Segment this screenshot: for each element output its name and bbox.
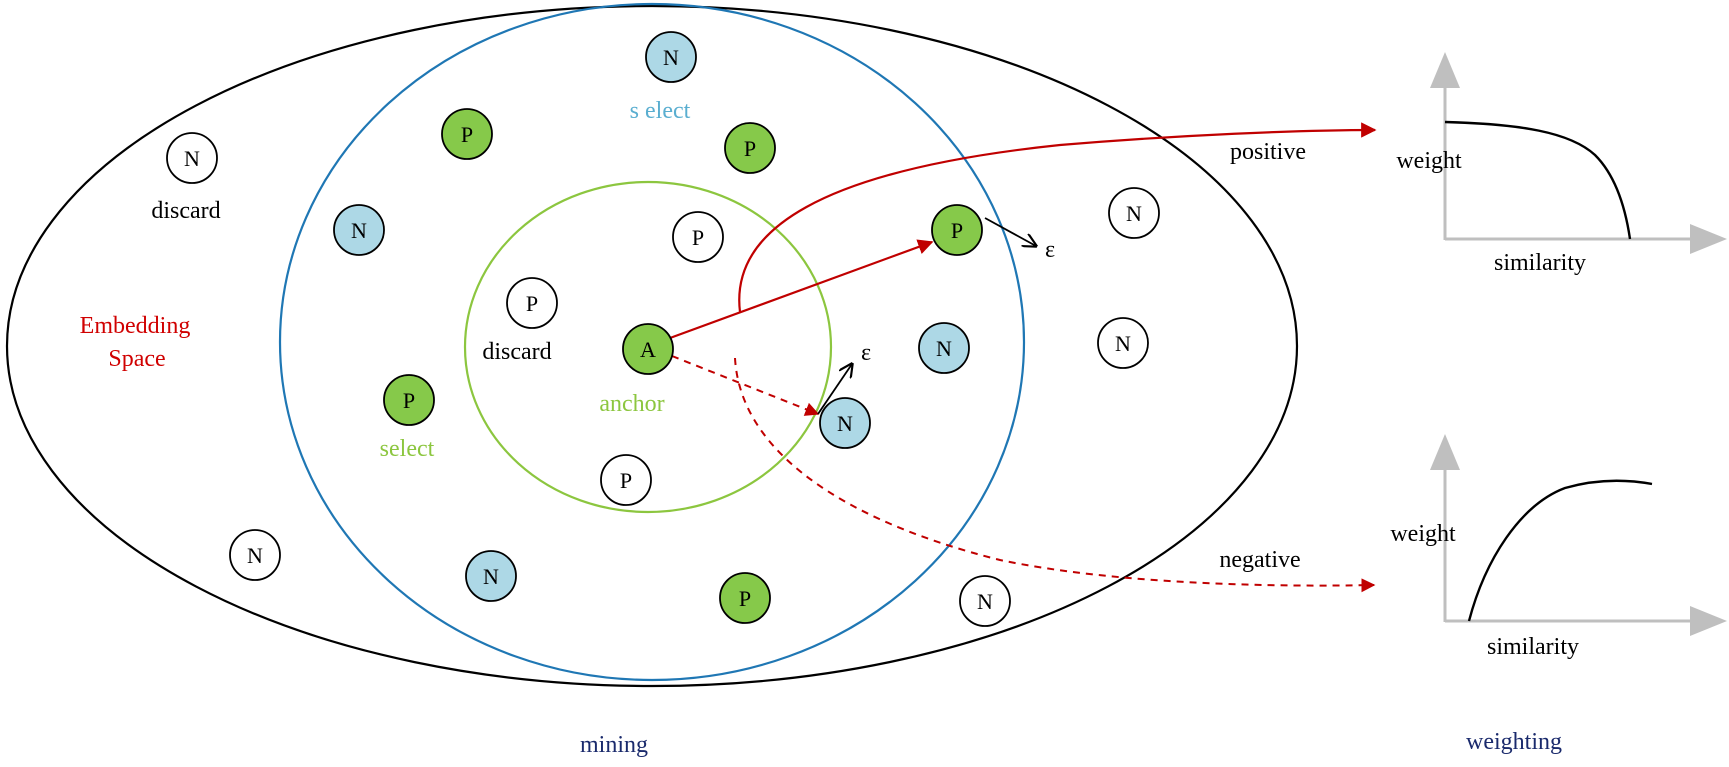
node-label: N — [663, 45, 679, 70]
weight-axis-label: weight — [1390, 521, 1456, 547]
similarity-axis-label: similarity — [1487, 634, 1579, 660]
negative-node: N — [465, 550, 517, 602]
epsilon-label-negative: ε — [861, 340, 871, 366]
embedding-space-label-line1: Embedding — [80, 313, 191, 339]
discard-negative-node: N — [1097, 317, 1149, 369]
increasing-weight-curve — [1467, 479, 1653, 622]
embedding-space-label-line2: Space — [108, 346, 165, 372]
positive-node: P — [383, 374, 435, 426]
positive-node: P — [724, 122, 776, 174]
negative-label: negative — [1219, 547, 1300, 573]
node-label: P — [744, 136, 756, 161]
node-label: P — [692, 225, 704, 250]
negative-node: N — [333, 204, 385, 256]
node-label: N — [351, 218, 367, 243]
discard-positive-node: P — [600, 454, 652, 506]
positive-node: P — [441, 108, 493, 160]
positive-curve-arrow — [738, 122, 1377, 313]
select-top-label: s elect — [630, 98, 691, 124]
node-label: P — [526, 291, 538, 316]
y-axis-arrowhead — [1430, 434, 1460, 470]
anchor-to-negative-dashed-arrow — [671, 355, 820, 416]
positive-label: positive — [1230, 139, 1306, 165]
discard-negative-node: N — [959, 575, 1011, 627]
negative-weight-plot: weight similarity — [1390, 434, 1727, 660]
y-axis-arrowhead — [1430, 52, 1460, 88]
weight-axis-label: weight — [1396, 148, 1462, 174]
negative-node: N — [819, 397, 871, 449]
epsilon-arrow-negative — [817, 364, 852, 415]
decreasing-weight-curve — [1444, 120, 1632, 240]
positive-node: P — [719, 572, 771, 624]
negative-node: N — [918, 322, 970, 374]
select-left-label: select — [380, 436, 435, 462]
node-label: P — [620, 468, 632, 493]
discard-inner-label: discard — [482, 339, 551, 365]
epsilon-label-positive: ε — [1045, 237, 1055, 263]
node-label: N — [1115, 331, 1131, 356]
x-axis-arrowhead — [1690, 224, 1727, 254]
anchor-region-circle — [463, 180, 833, 514]
node-label: P — [951, 218, 963, 243]
discard-negative-node: N — [229, 529, 281, 581]
discard-outer-label: discard — [151, 198, 220, 224]
similarity-axis-label: similarity — [1494, 250, 1586, 276]
discard-positive-node: P — [506, 277, 558, 329]
negative-node: N — [645, 31, 697, 83]
epsilon-arrow-positive — [984, 217, 1036, 246]
node-label: N — [184, 146, 200, 171]
node-label: N — [977, 589, 993, 614]
node-label: P — [739, 586, 751, 611]
node-label: P — [403, 388, 415, 413]
anchor-node: A — [622, 323, 674, 375]
positive-weight-plot: weight similarity — [1396, 52, 1727, 276]
negative-curve-dashed-arrow — [734, 357, 1376, 593]
weighting-caption: weighting — [1466, 729, 1562, 755]
anchor-to-positive-arrow — [669, 239, 934, 340]
node-label: N — [936, 336, 952, 361]
node-label: P — [461, 122, 473, 147]
node-label: N — [1126, 201, 1142, 226]
positive-node: P — [931, 204, 983, 256]
anchor-node-label: A — [640, 337, 656, 362]
discard-positive-node: P — [672, 211, 724, 263]
node-label: N — [837, 411, 853, 436]
anchor-label: anchor — [599, 391, 664, 417]
node-label: N — [247, 543, 263, 568]
embedding-space-ellipse — [5, 4, 1299, 688]
mining-caption: mining — [580, 732, 648, 758]
x-axis-arrowhead — [1690, 606, 1727, 636]
discard-negative-node: N — [166, 132, 218, 184]
discard-negative-node: N — [1108, 187, 1160, 239]
node-label: N — [483, 564, 499, 589]
select-region-circle — [278, 2, 1026, 682]
